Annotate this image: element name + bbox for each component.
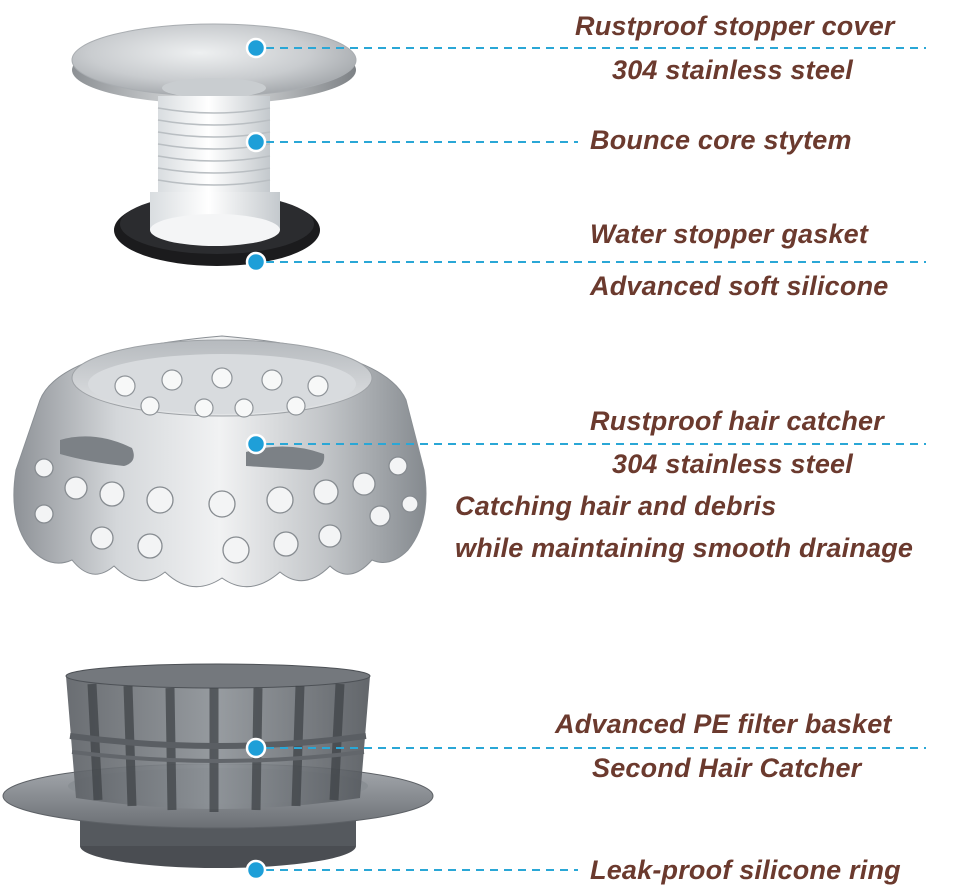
- callout-dot: [245, 433, 267, 455]
- callout-dot: [245, 859, 267, 881]
- label-stopper-cover-material: 304 stainless steel: [612, 55, 853, 85]
- label-bounce-core: Bounce core stytem: [590, 125, 852, 155]
- label-hair-catcher-desc-1: Catching hair and debris: [455, 491, 777, 521]
- callout-dots: [245, 37, 267, 881]
- label-hair-catcher-material: 304 stainless steel: [612, 449, 853, 479]
- stopper-cover-illustration: [71, 23, 357, 104]
- label-silicone-ring: Leak-proof silicone ring: [590, 855, 901, 885]
- label-stopper-cover: Rustproof stopper cover: [575, 11, 895, 41]
- label-hair-catcher: Rustproof hair catcher: [590, 406, 884, 436]
- hair-catcher-illustration: [13, 335, 427, 588]
- callout-dot: [245, 251, 267, 273]
- stopper-gasket-illustration: [114, 192, 320, 266]
- callout-dot: [245, 131, 267, 153]
- leader-lines: [266, 47, 926, 871]
- label-filter-basket-role: Second Hair Catcher: [592, 753, 862, 783]
- filter-basket-illustration: [2, 663, 434, 868]
- label-gasket-material: Advanced soft silicone: [590, 271, 889, 301]
- label-stopper-gasket: Water stopper gasket: [590, 219, 869, 249]
- callout-dot: [245, 37, 267, 59]
- callout-dot: [245, 737, 267, 759]
- label-filter-basket: Advanced PE filter basket: [555, 709, 892, 739]
- label-hair-catcher-desc-2: while maintaining smooth drainage: [455, 533, 914, 563]
